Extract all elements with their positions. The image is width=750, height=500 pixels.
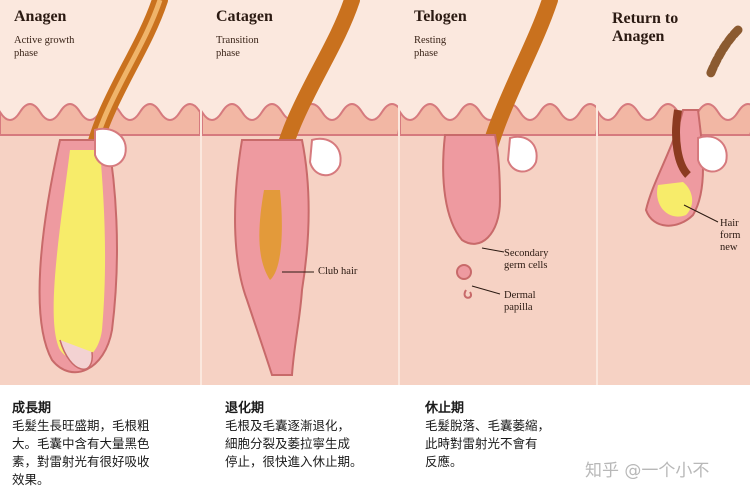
label-secondary-germ-cells: Secondary germ cells	[504, 248, 548, 272]
title-line: Anagen	[612, 28, 665, 45]
label-line: form	[720, 230, 741, 241]
panel-title: Anagen	[14, 8, 67, 25]
anagen-drawing	[0, 0, 200, 385]
caption-title: 休止期	[425, 401, 465, 416]
watermark: 知乎 @一个小不	[585, 461, 710, 481]
label-club-hair: Club hair	[318, 266, 358, 277]
panel-catagen: Catagen Transition phase Club hair	[202, 0, 398, 385]
panel-subtitle: Transition phase	[216, 34, 259, 60]
panel-subtitle: Active growth phase	[14, 34, 74, 60]
label-line: papilla	[504, 302, 533, 313]
subtitle-line: phase	[414, 48, 438, 59]
subtitle-line: Transition	[216, 35, 259, 46]
panel-telogen: Telogen Resting phase Secondary germ cel…	[400, 0, 596, 385]
subtitle-line: Resting	[414, 35, 447, 46]
caption-body: 毛髮生長旺盛期，毛根粗 大。毛囊中含有大量黑色 素，對雷射光有很好吸收 效果。	[12, 418, 150, 487]
subtitle-line: phase	[14, 48, 38, 59]
catagen-drawing	[202, 0, 398, 385]
panel-title: Return to Anagen	[612, 10, 678, 46]
label-hair-forming: Hair form new	[720, 218, 740, 254]
label-line: germ cells	[504, 260, 548, 271]
caption-body: 毛髮脫落、毛囊萎縮， 此時對雷射光不會有 反應。	[425, 418, 551, 469]
panel-anagen: Anagen Active growth phase	[0, 0, 200, 385]
caption-catagen: 退化期 毛根及毛囊逐漸退化， 細胞分裂及萎拉寧生成 停止，很快進入休止期。	[225, 400, 405, 471]
subtitle-line: phase	[216, 48, 240, 59]
subtitle-line: Active growth	[14, 35, 75, 46]
panel-title: Catagen	[216, 8, 273, 25]
caption-body: 毛根及毛囊逐漸退化， 細胞分裂及萎拉寧生成 停止，很快進入休止期。	[225, 418, 363, 469]
label-line: new	[720, 242, 738, 253]
label-line: Secondary	[504, 248, 549, 259]
label-dermal-papilla: Dermal papilla	[504, 290, 536, 314]
panel-title: Telogen	[414, 8, 467, 25]
return-to-anagen-drawing	[598, 0, 750, 385]
label-line: Hair	[720, 218, 739, 229]
title-line: Return to	[612, 10, 679, 27]
telogen-drawing	[400, 0, 596, 385]
caption-anagen: 成長期 毛髮生長旺盛期，毛根粗 大。毛囊中含有大量黑色 素，對雷射光有很好吸收 …	[12, 400, 202, 489]
hair-cycle-illustration: Anagen Active growth phase Catagen Trans…	[0, 0, 750, 385]
panel-return-to-anagen: Return to Anagen Hair form new	[598, 0, 750, 385]
label-line: Dermal	[504, 290, 536, 301]
caption-title: 成長期	[12, 401, 52, 416]
caption-telogen: 休止期 毛髮脫落、毛囊萎縮， 此時對雷射光不會有 反應。	[425, 400, 590, 471]
panel-subtitle: Resting phase	[414, 34, 446, 60]
caption-title: 退化期	[225, 401, 265, 416]
